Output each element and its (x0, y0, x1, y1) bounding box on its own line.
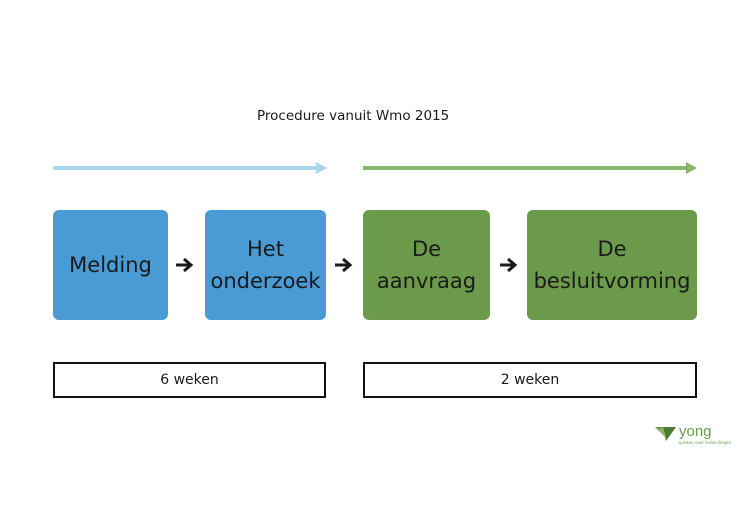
phase-arrow-blue (53, 162, 327, 174)
phase-arrow-green (363, 162, 697, 174)
step-label: Melding (69, 253, 152, 277)
arrow-right-icon (176, 257, 194, 273)
step-de-aanvraag: De aanvraag (363, 210, 490, 320)
logo-name: yong (679, 423, 712, 440)
step-label: De aanvraag (376, 237, 477, 293)
duration-box-6-weken: 6 weken (53, 362, 326, 398)
step-melding: Melding (53, 210, 168, 320)
yong-v-logo-icon (655, 427, 676, 441)
step-label: De besluitvorming (533, 237, 691, 293)
yong-logo: yong spreken over leuke dingen (655, 423, 731, 445)
duration-label: 6 weken (160, 372, 219, 388)
arrow-right-icon (335, 257, 353, 273)
step-de-besluitvorming: De besluitvorming (527, 210, 697, 320)
logo-tagline: spreken over leuke dingen (678, 440, 732, 445)
diagram-title: Procedure vanuit Wmo 2015 (257, 108, 450, 124)
arrow-right-icon (500, 257, 518, 273)
duration-box-2-weken: 2 weken (363, 362, 697, 398)
step-label: Het onderzoek (210, 237, 321, 293)
step-het-onderzoek: Het onderzoek (205, 210, 326, 320)
duration-label: 2 weken (500, 372, 560, 388)
